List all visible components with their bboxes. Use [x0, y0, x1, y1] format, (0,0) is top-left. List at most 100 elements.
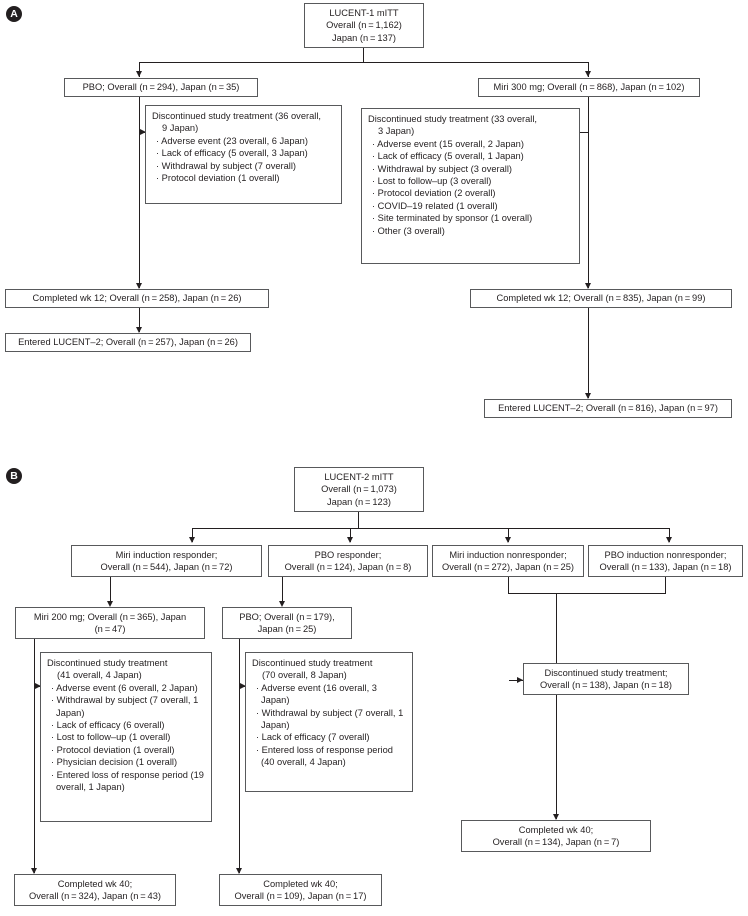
connector-a-pbo-down	[139, 62, 140, 77]
b-miri200-disc-reason-4: · Lost to follow–up (1 overall)	[51, 732, 171, 743]
connector-b-pbo-trunk	[239, 639, 240, 873]
b-pbo-arm-line1: PBO; Overall (n = 179),	[239, 611, 335, 622]
arrowhead-a-miri-completed	[585, 283, 591, 289]
connector-b-root-down	[358, 512, 359, 529]
arrowhead-a-miri-entered	[585, 393, 591, 399]
connector-b-nonresponder-merge-bar	[508, 593, 666, 594]
b-miri200-completed-line2: Overall (n = 324), Japan (n = 43)	[29, 891, 161, 901]
connector-b-g4-merge-down	[665, 577, 666, 594]
miri-disc-reason-3: · Withdrawal by subject (3 overall)	[372, 163, 513, 174]
b-miri200-disc-reason-2: · Withdrawal by subject (7 overall, 1 Ja…	[51, 695, 199, 718]
arrowhead-a-pbo-completed	[136, 283, 142, 289]
miri-disc-reason-7: · Site terminated by sponsor (1 overall)	[372, 213, 533, 224]
panel-badge-b: B	[6, 468, 22, 484]
b-miri200-completed-line1: Completed wk 40;	[57, 878, 133, 889]
b-miri200-disc-reason-1: · Adverse event (6 overall, 2 Japan)	[51, 682, 198, 693]
arrowhead-b-pbo-disc	[240, 682, 246, 689]
panel-a-miri-completed-box: Completed wk 12; Overall (n = 835), Japa…	[470, 289, 732, 308]
b-pbo-disc-header-2: (70 overall, 8 Japan)	[262, 670, 347, 681]
panel-a-miri-arm-box: Miri 300 mg; Overall (n = 868), Japan (n…	[478, 78, 700, 97]
panel-a-root-line2: Overall (n = 1,162)	[326, 20, 402, 31]
miri-disc-reason-4: · Lost to follow–up (3 overall)	[372, 176, 492, 187]
panel-b-miri200-completed-box: Completed wk 40; Overall (n = 324), Japa…	[14, 874, 176, 906]
panel-a-pbo-entered-box: Entered LUCENT–2; Overall (n = 257), Jap…	[5, 333, 251, 352]
arrowhead-b-pbo-completed	[236, 868, 242, 874]
arrowhead-a-pbo	[136, 71, 142, 77]
pbo-disc-header-2: 9 Japan)	[162, 123, 199, 134]
panel-a-miri-arm-label: Miri 300 mg; Overall (n = 868), Japan (n…	[493, 82, 685, 93]
connector-b-nonresponder-trunk	[556, 593, 557, 819]
b-pbo-disc-header-1: Discontinued study treatment	[252, 658, 373, 668]
panel-b-root-line3: Japan (n = 123)	[327, 496, 391, 507]
panel-b-pbo-arm-box: PBO; Overall (n = 179), Japan (n = 25)	[222, 607, 352, 639]
miri-disc-reason-6: · COVID–19 related (1 overall)	[372, 200, 498, 211]
connector-a-miri-down	[588, 62, 589, 77]
b-pbo-disc-reason-1: · Adverse event (16 overall, 3 Japan)	[256, 682, 377, 706]
panel-a-miri-discontinued-box: Discontinued study treatment (33 overall…	[361, 108, 580, 264]
b-nonresp-completed-line2: Overall (n = 134), Japan (n = 7)	[492, 837, 620, 847]
miri-disc-reason-8: · Other (3 overall)	[372, 225, 445, 236]
arrowhead-b-miri200	[107, 601, 113, 607]
miri-disc-header-1: Discontinued study treatment (33 overall…	[368, 114, 537, 124]
pbo-disc-header-1: Discontinued study treatment (36 overall…	[152, 111, 321, 121]
b-group2-line1: PBO responder;	[314, 549, 382, 560]
panel-b-pbo-completed-box: Completed wk 40; Overall (n = 109), Japa…	[219, 874, 382, 906]
panel-a-root-line3: Japan (n = 137)	[332, 32, 396, 43]
panel-a-miri-entered-label: Entered LUCENT–2; Overall (n = 816), Jap…	[498, 403, 718, 414]
panel-b-root-line2: Overall (n = 1,073)	[321, 484, 397, 495]
connector-a-miri-to-disc	[580, 132, 589, 133]
pbo-disc-reason-1: · Adverse event (23 overall, 6 Japan)	[156, 135, 308, 146]
connector-b-g3-merge-down	[508, 577, 509, 594]
connector-b-g1-down	[192, 528, 193, 542]
b-miri200-line1: Miri 200 mg; Overall (n = 365), Japan	[33, 611, 187, 622]
panel-b-root-line1: LUCENT-2 mITT	[324, 471, 394, 482]
connector-a-pbo-completed-down	[139, 308, 140, 332]
b-miri200-disc-header-1: Discontinued study treatment	[47, 658, 168, 668]
panel-a-pbo-discontinued-box: Discontinued study treatment (36 overall…	[145, 105, 342, 204]
arrowhead-b-g3	[505, 537, 511, 543]
panel-a-root-line1: LUCENT-1 mITT	[329, 7, 399, 18]
arrowhead-b-miri200-disc	[35, 682, 41, 689]
panel-b-nonresponder-discontinued-box: Discontinued study treatment; Overall (n…	[523, 663, 689, 695]
b-nonresp-completed-line1: Completed wk 40;	[518, 824, 594, 835]
b-pbo-completed-line1: Completed wk 40;	[263, 878, 338, 889]
connector-b-g2-down	[350, 528, 351, 542]
arrowhead-a-pbo-disc	[140, 128, 146, 135]
panel-b-root-box: LUCENT-2 mITT Overall (n = 1,073) Japan …	[294, 467, 424, 512]
connector-a-miri-completed-down	[588, 308, 589, 398]
connector-a-root-down	[363, 48, 364, 63]
connector-a-miri-trunk	[588, 97, 589, 288]
b-pbo-disc-reason-4: · Entered loss of response period (40 ov…	[256, 744, 393, 768]
b-miri200-disc-reason-7: · Entered loss of response period (19 ov…	[51, 769, 204, 793]
arrowhead-b-miri200-completed	[31, 868, 37, 874]
panel-a-pbo-entered-label: Entered LUCENT–2; Overall (n = 257), Jap…	[18, 337, 238, 348]
arrowhead-b-nonresponder-completed	[553, 814, 559, 820]
panel-badge-a: A	[6, 6, 22, 22]
pbo-disc-reason-3: · Withdrawal by subject (7 overall)	[156, 160, 297, 171]
pbo-disc-reason-4: · Protocol deviation (1 overall)	[156, 173, 280, 184]
connector-b-pbo-resp-down	[282, 577, 283, 605]
connector-a-pbo-trunk	[139, 97, 140, 288]
panel-a-miri-completed-label: Completed wk 12; Overall (n = 835), Japa…	[496, 293, 706, 304]
panel-a-miri-entered-box: Entered LUCENT–2; Overall (n = 816), Jap…	[484, 399, 732, 418]
connector-b-g3-down	[508, 528, 509, 542]
panel-b-group-box-miri-nonresponder: Miri induction nonresponder; Overall (n …	[432, 545, 584, 577]
b-group3-line2: Overall (n = 272), Japan (n = 25)	[442, 562, 574, 572]
b-group1-line1: Miri induction responder;	[115, 549, 218, 560]
miri-disc-header-2: 3 Japan)	[378, 126, 415, 137]
panel-b-group-box-miri-responder: Miri induction responder; Overall (n = 5…	[71, 545, 262, 577]
b-pbo-disc-reason-3: · Lack of efficacy (7 overall)	[256, 732, 370, 743]
b-miri200-line2: (n = 47)	[94, 624, 126, 634]
panel-b-group-box-pbo-responder: PBO responder; Overall (n = 124), Japan …	[268, 545, 428, 577]
panel-a-root-box: LUCENT-1 mITT Overall (n = 1,162) Japan …	[304, 3, 424, 48]
b-pbo-completed-line2: Overall (n = 109), Japan (n = 17)	[234, 891, 367, 901]
miri-disc-reason-2: · Lack of efficacy (5 overall, 1 Japan)	[372, 151, 524, 162]
panel-b-miri200-arm-box: Miri 200 mg; Overall (n = 365), Japan (n…	[15, 607, 205, 639]
connector-b-split-bar	[192, 528, 669, 529]
connector-b-g4-down	[669, 528, 670, 542]
connector-b-miri-resp-down	[110, 577, 111, 605]
panel-a-pbo-completed-label: Completed wk 12; Overall (n = 258), Japa…	[32, 293, 242, 304]
b-miri200-disc-reason-5: · Protocol deviation (1 overall)	[51, 744, 175, 755]
b-group4-line2: Overall (n = 133), Japan (n = 18)	[599, 562, 732, 572]
